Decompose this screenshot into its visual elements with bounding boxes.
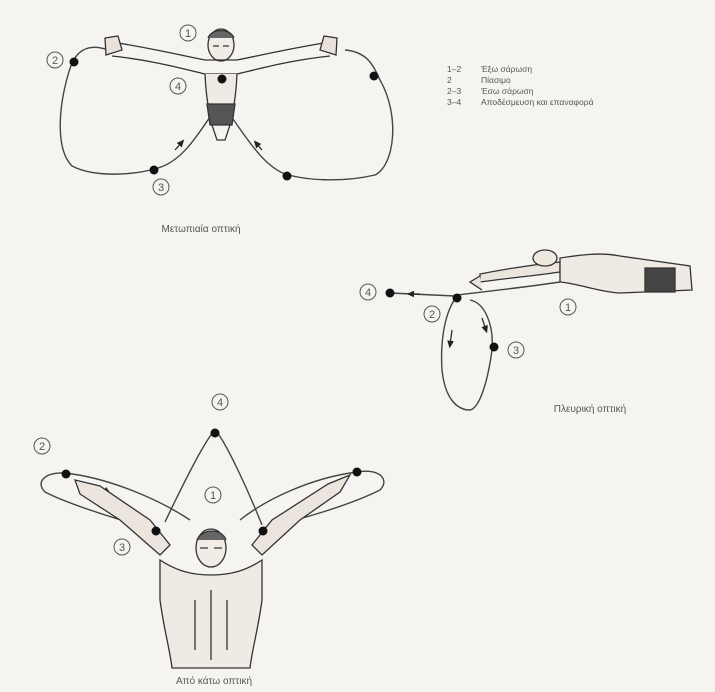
bottom-point-2-right (353, 468, 362, 477)
svg-text:4: 4 (175, 81, 181, 93)
bottom-swimmer-figure (75, 475, 350, 668)
front-view-caption: Μετωπιαία οπτική (162, 223, 241, 235)
side-marker-3: 3 (508, 342, 524, 358)
bottom-view: 4 2 1 3 Από κάτω οπτική (34, 394, 384, 687)
bottom-marker-3: 3 (114, 539, 130, 555)
side-view-caption: Πλευρική οπτική (554, 403, 626, 415)
side-return-line (390, 293, 455, 296)
svg-text:4: 4 (217, 397, 223, 409)
side-view: 4 2 3 1 Πλευρική οπτική (360, 250, 692, 415)
front-point-2 (70, 58, 79, 67)
svg-text:1: 1 (185, 28, 191, 40)
side-point-4 (386, 289, 395, 298)
direction-arrow (450, 330, 452, 345)
bottom-point-3-right (259, 527, 268, 536)
front-marker-1: 1 (180, 25, 196, 41)
svg-text:3: 3 (513, 345, 519, 357)
bottom-view-caption: Από κάτω οπτική (176, 675, 252, 687)
svg-text:2: 2 (429, 309, 435, 321)
direction-arrow (256, 143, 262, 150)
front-view: 1 2 3 4 Μετωπιαία οπτική (47, 25, 393, 235)
svg-text:4: 4 (365, 287, 371, 299)
svg-text:1: 1 (565, 302, 571, 314)
side-point-2 (453, 294, 462, 303)
front-point-right-3 (283, 172, 292, 181)
direction-arrow (175, 142, 182, 150)
bottom-marker-4: 4 (212, 394, 228, 410)
bottom-marker-1: 1 (205, 487, 221, 503)
front-marker-4: 4 (170, 78, 186, 94)
front-left-loop (60, 47, 215, 174)
svg-text:2: 2 (52, 55, 58, 67)
front-point-4 (218, 75, 227, 84)
side-marker-4: 4 (360, 284, 376, 300)
direction-arrow (482, 318, 486, 330)
bottom-top-loop (165, 430, 262, 525)
front-marker-3: 3 (153, 179, 169, 195)
bottom-marker-2: 2 (34, 438, 50, 454)
bottom-point-3-left (152, 527, 161, 536)
side-marker-2: 2 (424, 306, 440, 322)
front-swimmer-figure (105, 29, 337, 140)
svg-text:1: 1 (210, 490, 216, 502)
side-point-3 (490, 343, 499, 352)
front-marker-2: 2 (47, 52, 63, 68)
svg-text:2: 2 (39, 441, 45, 453)
svg-text:3: 3 (158, 182, 164, 194)
front-point-right-2 (370, 72, 379, 81)
side-marker-1: 1 (560, 299, 576, 315)
bottom-point-2-left (62, 470, 71, 479)
side-swimmer-figure (470, 250, 692, 293)
front-point-3 (150, 166, 159, 175)
svg-text:3: 3 (119, 542, 125, 554)
bottom-point-4 (211, 429, 220, 438)
